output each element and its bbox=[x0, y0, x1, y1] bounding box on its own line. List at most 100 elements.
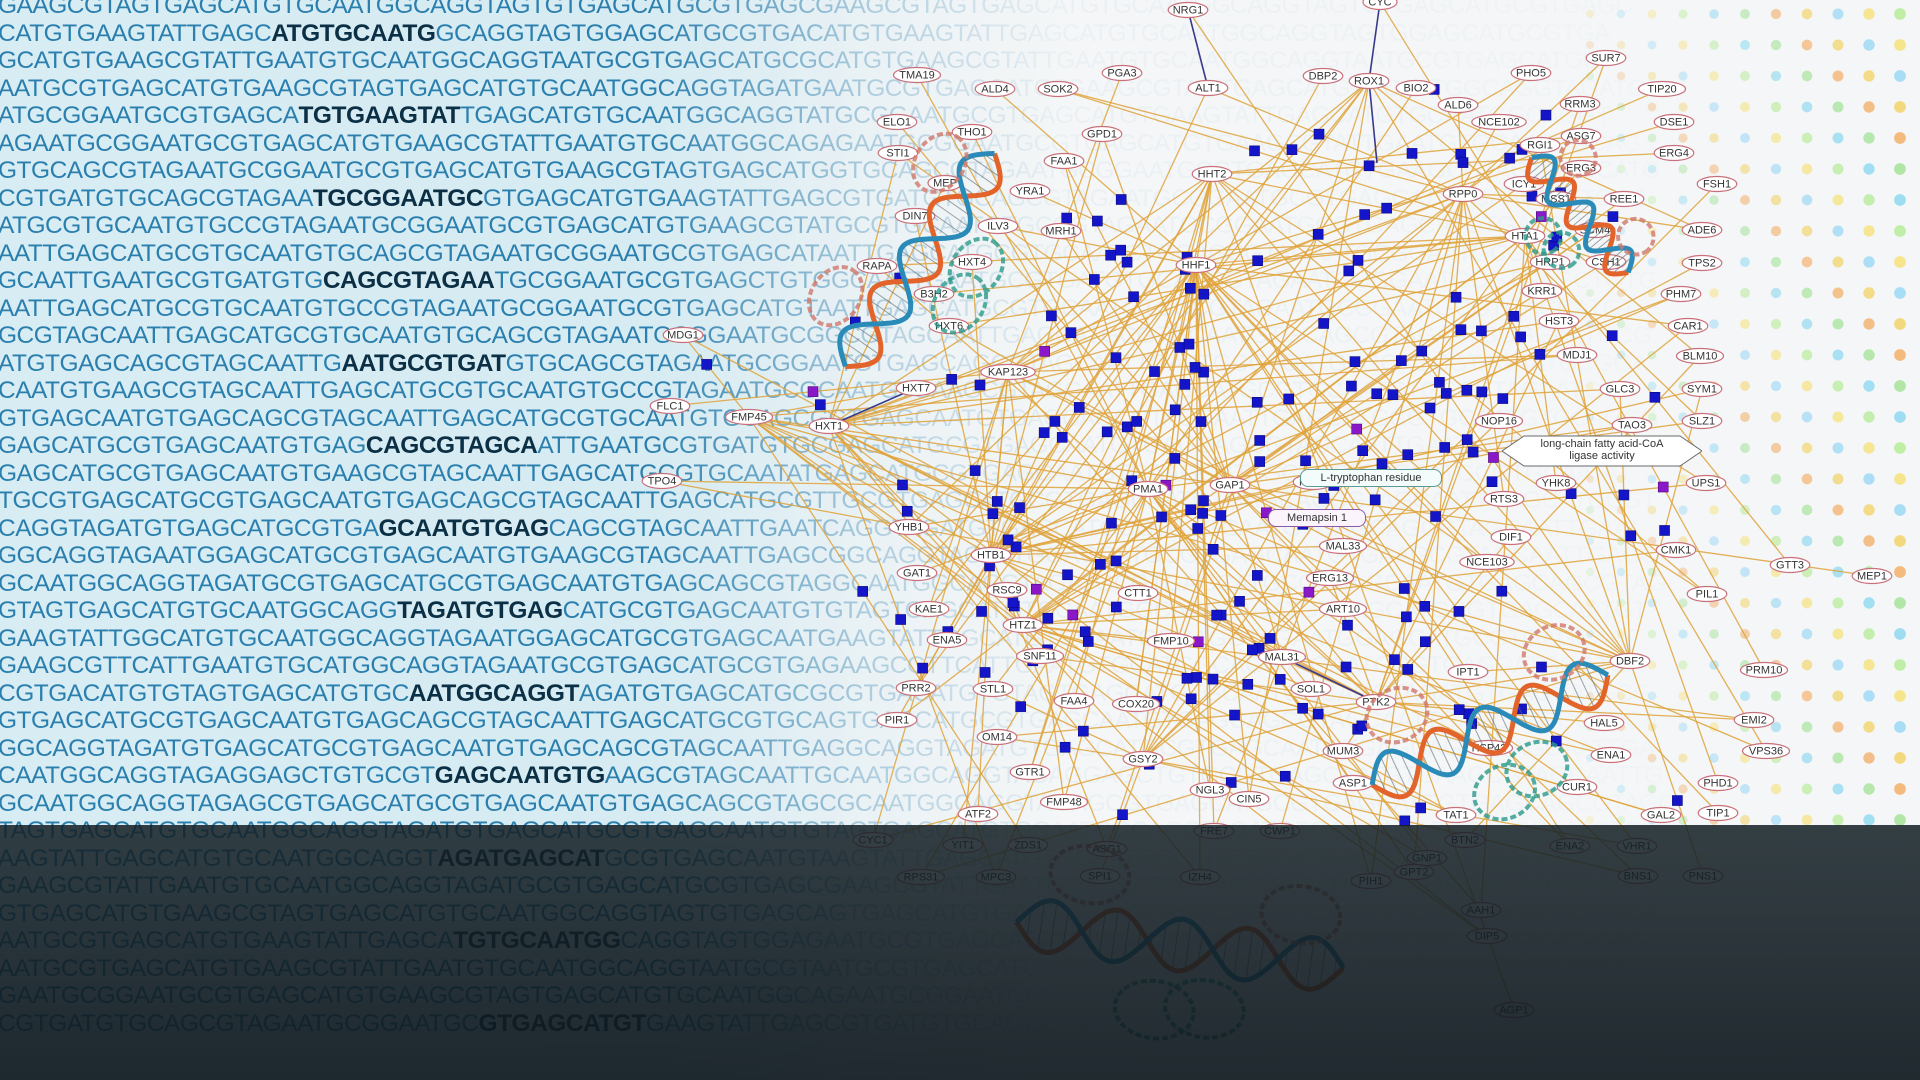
pattern-dot bbox=[1894, 783, 1906, 795]
gene-node-label: OM14 bbox=[982, 731, 1012, 743]
pattern-dot bbox=[1832, 628, 1844, 640]
connector-square bbox=[1515, 331, 1526, 343]
pattern-dot bbox=[1894, 721, 1906, 733]
network-edge bbox=[1211, 173, 1631, 662]
pattern-dot bbox=[1801, 535, 1813, 547]
gene-node: FSH1 bbox=[1696, 175, 1738, 193]
pattern-dot bbox=[1801, 318, 1813, 330]
pattern-dot bbox=[1801, 39, 1813, 51]
pattern-dot bbox=[1770, 39, 1782, 51]
gene-node-label: GAL2 bbox=[1647, 809, 1675, 821]
gene-node: NRG1 bbox=[1167, 1, 1209, 19]
gene-node-label: ASP1 bbox=[1339, 777, 1367, 789]
gene-node-label: NCE103 bbox=[1466, 556, 1508, 568]
gene-node-label: GAP1 bbox=[1215, 479, 1244, 491]
gene-node-label: RPP0 bbox=[1449, 188, 1478, 200]
pattern-dot bbox=[1801, 783, 1813, 795]
gene-node: GSY2 bbox=[1122, 750, 1164, 768]
connector-square bbox=[1606, 330, 1618, 341]
gene-node: ILV3 bbox=[977, 217, 1019, 235]
gene-node: RAPA bbox=[856, 257, 898, 275]
pattern-dot bbox=[1801, 256, 1813, 268]
gene-node: RTS3 bbox=[1483, 490, 1525, 508]
base-pair bbox=[1380, 756, 1400, 798]
gene-node: STI1 bbox=[877, 144, 919, 162]
connector-square bbox=[1657, 481, 1669, 493]
protein-coil bbox=[1364, 685, 1430, 745]
connector-square bbox=[1229, 709, 1240, 721]
gene-node: GTT3 bbox=[1769, 556, 1811, 574]
gene-node: HHT2 bbox=[1191, 165, 1233, 183]
connector-square bbox=[1014, 502, 1025, 513]
connector-square bbox=[1010, 541, 1022, 553]
gene-node: DSE1 bbox=[1653, 113, 1695, 131]
gene-node-label: ALD4 bbox=[981, 83, 1009, 95]
pattern-dot bbox=[1832, 721, 1844, 733]
network-edge bbox=[1195, 264, 1638, 847]
protein-coil bbox=[1558, 138, 1598, 178]
pattern-dot bbox=[1863, 721, 1875, 733]
pattern-dot bbox=[1709, 9, 1719, 19]
connector-square bbox=[1352, 255, 1364, 266]
gene-node: MDJ1 bbox=[1556, 346, 1598, 364]
network-edge bbox=[897, 152, 1631, 662]
pattern-dot bbox=[1832, 8, 1844, 20]
pattern-dot bbox=[1863, 597, 1875, 609]
pattern-dot bbox=[1894, 132, 1906, 144]
pattern-dot bbox=[1678, 102, 1688, 112]
gene-node-label: HRP1 bbox=[1535, 256, 1564, 268]
base-pair bbox=[840, 351, 862, 366]
connector-square bbox=[1183, 338, 1195, 350]
gene-node: PHO5 bbox=[1510, 64, 1552, 82]
network-edge bbox=[828, 182, 946, 427]
pattern-dot bbox=[1832, 752, 1844, 764]
connector-square bbox=[979, 667, 991, 678]
pattern-dot bbox=[1863, 39, 1875, 51]
connector-square bbox=[1450, 291, 1462, 303]
gene-node: SLZ1 bbox=[1681, 412, 1723, 430]
network-edge bbox=[682, 334, 1377, 703]
connector-square bbox=[1192, 523, 1204, 534]
connector-square bbox=[1215, 510, 1227, 521]
base-pair bbox=[839, 338, 874, 363]
pattern-dot bbox=[1832, 349, 1844, 361]
gene-node-label: DIF1 bbox=[1499, 531, 1523, 543]
pattern-dot bbox=[1740, 102, 1750, 112]
network-edge bbox=[1229, 293, 1682, 486]
gene-node-label: B3H2 bbox=[920, 288, 948, 300]
base-pair bbox=[929, 210, 964, 235]
pattern-dot bbox=[1740, 133, 1750, 143]
gene-node-label: GAT1 bbox=[903, 567, 931, 579]
pattern-dot bbox=[1801, 163, 1813, 175]
connector-square bbox=[1073, 402, 1085, 413]
connector-square bbox=[1313, 128, 1325, 140]
gene-node-label: FAA4 bbox=[1061, 695, 1088, 707]
base-pair bbox=[906, 242, 941, 267]
connector-square bbox=[917, 662, 928, 674]
base-pair bbox=[880, 283, 912, 306]
pattern-dot bbox=[1709, 691, 1719, 701]
connector-square bbox=[1197, 508, 1208, 519]
gene-node-label: DBF2 bbox=[1616, 655, 1644, 667]
gene-node: MRH1 bbox=[1040, 222, 1082, 240]
gene-node-label: TAO3 bbox=[1618, 419, 1646, 431]
connector-square bbox=[1156, 511, 1167, 523]
tryptophan-label: L-tryptophan residue bbox=[1300, 469, 1442, 487]
pattern-dot bbox=[1770, 442, 1782, 454]
pattern-dot bbox=[1740, 319, 1750, 329]
pattern-dot bbox=[1863, 752, 1875, 764]
gene-node-label: GTT3 bbox=[1776, 559, 1804, 571]
connector-square bbox=[1089, 274, 1100, 285]
network-edge bbox=[828, 425, 1201, 878]
connector-square bbox=[1346, 380, 1357, 392]
connector-square bbox=[1185, 693, 1197, 705]
network-edge bbox=[828, 388, 1621, 427]
gene-node: OM14 bbox=[976, 728, 1018, 746]
pattern-dot bbox=[1740, 9, 1750, 19]
connector-square bbox=[1002, 534, 1014, 546]
network-edge-dark bbox=[1187, 9, 1209, 89]
pattern-dot bbox=[1894, 194, 1906, 206]
connector-square bbox=[1279, 770, 1291, 782]
gene-node: TIP1 bbox=[1697, 804, 1739, 822]
pattern-dot bbox=[1832, 39, 1844, 51]
